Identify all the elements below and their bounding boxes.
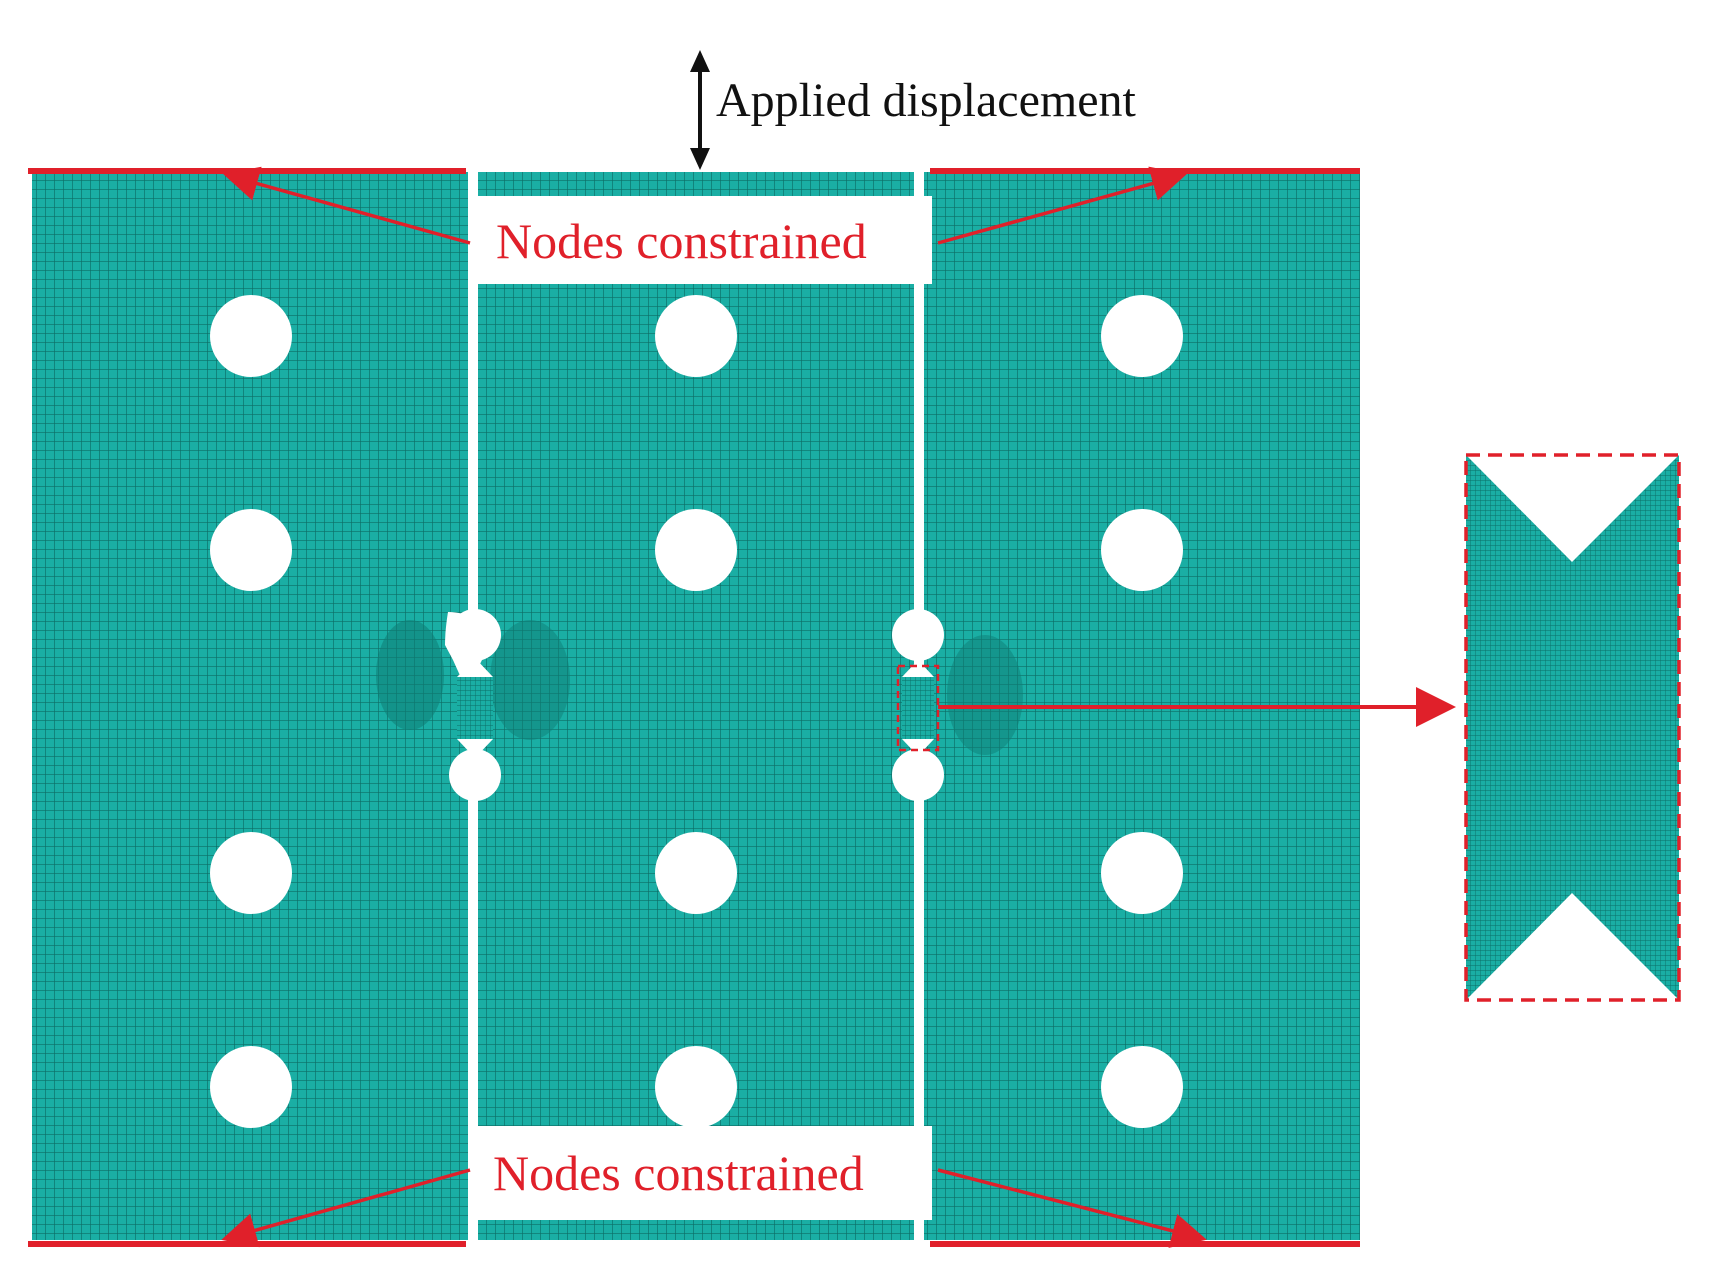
refined-mesh-region [376,620,444,730]
bolt-hole [1101,832,1183,914]
bolt-hole [655,832,737,914]
detail-source-box [896,664,940,752]
top-label-box [472,196,932,284]
detail-top-notch [1466,455,1679,562]
bolt-hole [1101,1046,1183,1128]
bolt-hole [1101,509,1183,591]
applied-displacement-label: Applied displacement [716,74,1137,127]
detail-bottom-notch [1466,893,1679,1000]
right-plate-holes [1101,295,1183,1128]
bottom-label-box [472,1126,932,1220]
bolt-hole [210,832,292,914]
left-plate [32,172,468,1240]
bolt-hole [655,295,737,377]
nodes-constrained-bottom-label: Nodes constrained [493,1145,864,1201]
bolt-hole [655,1046,737,1128]
refined-mesh-region [947,635,1023,755]
left-plate-holes [210,295,292,1128]
detail-zoom-view [1464,453,1681,1002]
nodes-constrained-top-label: Nodes constrained [496,213,867,269]
detail-frame [1464,453,1681,1002]
applied-displacement-arrow [690,50,710,170]
bolt-hole [655,509,737,591]
bolt-hole [210,1046,292,1128]
constraint-leader-arrows [221,166,1207,1248]
bolt-hole [1101,295,1183,377]
refined-mesh-region [490,620,570,740]
center-plate [478,172,914,1240]
left-notch-connector [445,609,501,801]
right-notch-connector [892,609,944,801]
center-plate-holes [655,295,737,1128]
bolt-hole [210,295,292,377]
bolt-hole [210,509,292,591]
